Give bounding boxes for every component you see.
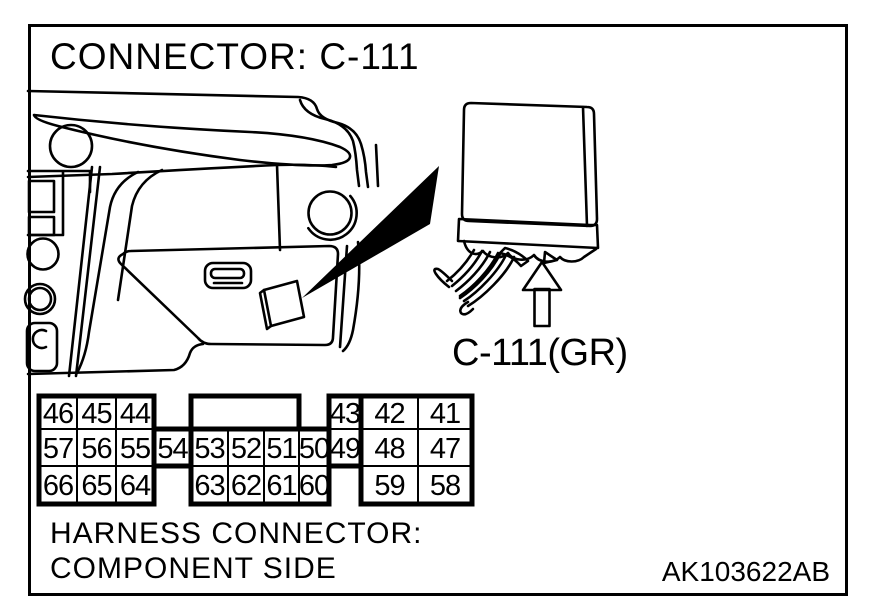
pin-label-46: 46 [43, 398, 73, 430]
terminal-shadow-1 [498, 246, 530, 268]
module-side-edge [581, 105, 589, 228]
pin-label-50: 50 [299, 433, 329, 465]
left-knob-upper [26, 237, 60, 271]
figure-border [28, 24, 848, 596]
pin-label-61: 61 [266, 470, 296, 502]
pin-label-65: 65 [81, 470, 111, 502]
pin-label-47: 47 [430, 433, 460, 465]
pin-label-51: 51 [266, 433, 296, 465]
pin-label-60: 60 [299, 470, 329, 502]
pin-label-66: 66 [43, 470, 73, 502]
connector-callout-label: C-111(GR) [452, 332, 628, 374]
radio-stack [26, 170, 65, 237]
terminal-shadow-2 [542, 250, 559, 265]
pin-label-55: 55 [120, 433, 150, 465]
left-switch-panel [25, 321, 59, 373]
wire-hook-top [433, 267, 454, 289]
document-code: AK103622AB [661, 556, 830, 587]
left-knob-lower-outer [23, 282, 57, 316]
pin-grid-inner-lines [39, 396, 472, 504]
component-side-label: COMPONENT SIDE [50, 552, 337, 585]
pin-label-63: 63 [194, 470, 224, 502]
center-divider [275, 163, 282, 252]
pin-grid-row-2: 57 56 55 54 53 52 51 50 49 48 47 [43, 433, 461, 465]
pin-label-48: 48 [374, 433, 404, 465]
pin-label-41: 41 [430, 398, 460, 430]
pin-label-56: 56 [81, 433, 111, 465]
left-vent-circle [48, 123, 94, 169]
connector-pointer-arrow-icon [521, 260, 563, 328]
pin-label-49: 49 [330, 433, 360, 465]
dash-bottom-edge [26, 342, 205, 376]
dash-crease [26, 163, 338, 179]
pin-grid-block-outlines [36, 393, 475, 507]
pin-label-58: 58 [430, 470, 460, 502]
pin-label-44: 44 [120, 398, 151, 430]
pin-label-59: 59 [374, 470, 404, 502]
dashboard-illustration [23, 89, 380, 378]
module-connector-band [456, 217, 600, 250]
pin-label-52: 52 [231, 433, 261, 465]
glovebox-handle [203, 261, 253, 290]
figure-title: CONNECTOR: C-111 [50, 36, 420, 77]
connector-location-square [258, 279, 306, 331]
pin-label-54: 54 [157, 433, 188, 465]
left-knob-lower-inner [27, 286, 53, 312]
console-lines [67, 165, 164, 378]
dash-endcap-inner [298, 98, 361, 188]
pin-grid: 46 45 44 43 42 41 57 56 55 54 53 52 51 5… [36, 393, 475, 507]
right-vent-circle [307, 190, 353, 236]
pin-label-53: 53 [194, 433, 224, 465]
module-body [460, 101, 599, 228]
pin-label-62: 62 [231, 470, 261, 502]
endcap-side-line [374, 143, 380, 188]
wire-hook-bottom [459, 300, 475, 316]
pin-label-45: 45 [81, 398, 111, 430]
right-vent-ring [307, 194, 358, 242]
pin-grid-row-3: 66 65 64 63 62 61 60 59 58 [43, 470, 461, 502]
harness-connector-label: HARNESS CONNECTOR: [50, 517, 423, 550]
ecm-module-illustration [433, 101, 600, 328]
pin-label-57: 57 [43, 433, 73, 465]
pin-grid-row-1: 46 45 44 43 42 41 [43, 398, 461, 430]
glovebox-outline [117, 244, 340, 347]
pin-label-42: 42 [374, 398, 404, 430]
pin-label-64: 64 [120, 470, 151, 502]
instrument-brow [32, 113, 352, 167]
location-pointer-wedge-icon [302, 166, 439, 298]
pin-label-43: 43 [330, 398, 360, 430]
wire-harness [433, 248, 516, 316]
